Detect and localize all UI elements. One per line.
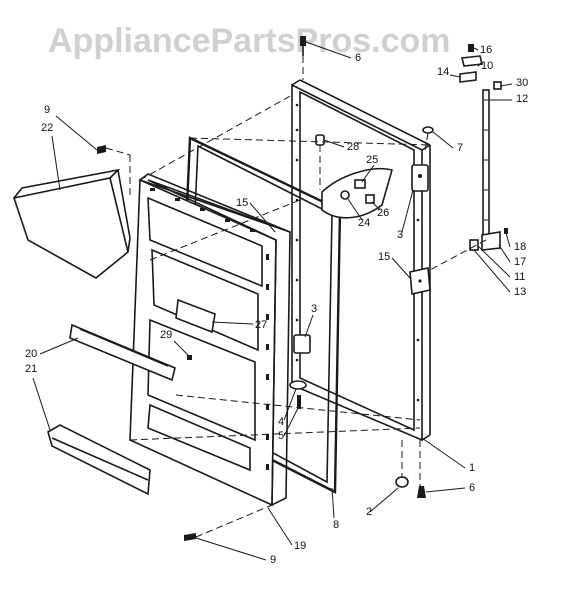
hinge-screw-5 xyxy=(297,395,301,409)
plate-clip-25 xyxy=(354,179,366,189)
liner-screw-9-bottom xyxy=(184,533,196,541)
hinge-pin-cap-7 xyxy=(422,126,434,134)
upper-hinge-pin-assembly xyxy=(459,44,502,241)
hinge-bracket-lower xyxy=(409,267,431,295)
callout-27: 27 xyxy=(255,319,267,331)
callout-29: 29 xyxy=(160,329,172,341)
hinge-bushing-10 xyxy=(461,55,483,67)
callout-25: 25 xyxy=(366,154,378,166)
callout-2: 2 xyxy=(366,506,372,518)
plate-clip-26 xyxy=(365,194,375,204)
hinge-rod-12 xyxy=(482,89,490,241)
callout-3: 3 xyxy=(311,303,317,315)
hinge-spacer-30 xyxy=(493,81,502,90)
watermark-text: AppliancePartsPros.com xyxy=(48,22,450,60)
callout-13: 13 xyxy=(514,286,526,298)
callout-19: 19 xyxy=(294,540,306,552)
callout-6: 6 xyxy=(355,52,361,64)
callout-21: 21 xyxy=(25,363,37,375)
lower-hinge-assembly xyxy=(469,228,508,251)
callout-9: 9 xyxy=(270,554,276,566)
callout-14: 14 xyxy=(437,66,449,78)
part-callout-labels: 1610143012679222825262431515181711133272… xyxy=(25,44,528,566)
hinge-washer-4 xyxy=(289,380,307,390)
door-stop-lower xyxy=(293,334,311,354)
screw-28 xyxy=(315,134,325,146)
callout-3: 3 xyxy=(397,229,403,241)
hinge-screw-16 xyxy=(468,44,474,52)
callout-1: 1 xyxy=(469,462,475,474)
callout-24: 24 xyxy=(358,217,370,229)
door-shelf-top xyxy=(12,168,131,279)
callout-leader-lines xyxy=(32,41,513,561)
callout-8: 8 xyxy=(333,519,339,531)
callout-6: 6 xyxy=(469,482,475,494)
hinge-washer-14 xyxy=(459,71,477,83)
callout-22: 22 xyxy=(41,122,53,134)
screw-29 xyxy=(187,355,192,360)
outer-door-panel xyxy=(291,79,431,442)
callout-9: 9 xyxy=(44,104,50,116)
callout-20: 20 xyxy=(25,348,37,360)
liner-edge-studs xyxy=(150,188,269,470)
callout-28: 28 xyxy=(347,141,359,153)
door-shelf-bottom xyxy=(47,424,151,496)
callout-16: 16 xyxy=(480,44,492,56)
top-hinge-screw xyxy=(300,36,306,56)
door-stop-upper xyxy=(411,164,429,192)
callout-17: 17 xyxy=(514,256,526,268)
callout-12: 12 xyxy=(516,93,528,105)
handle-cover-plate xyxy=(321,168,393,219)
plate-screw-24 xyxy=(340,190,350,200)
callout-11: 11 xyxy=(514,271,525,283)
bottom-screw-6 xyxy=(417,486,426,498)
callout-5: 5 xyxy=(278,430,284,442)
door-liner xyxy=(129,173,291,507)
callout-18: 18 xyxy=(514,241,526,253)
callout-15: 15 xyxy=(236,197,248,209)
assembly-guide-lines xyxy=(105,56,487,538)
callout-15: 15 xyxy=(378,251,390,263)
door-foot-2 xyxy=(395,476,409,488)
liner-screw-9-top xyxy=(97,145,106,154)
door-shelf-rail xyxy=(69,323,176,382)
dairy-compartment-door xyxy=(175,298,216,334)
callout-30: 30 xyxy=(516,77,528,89)
callout-26: 26 xyxy=(377,207,389,219)
callout-4: 4 xyxy=(278,416,284,428)
callout-10: 10 xyxy=(481,60,493,72)
callout-7: 7 xyxy=(457,142,463,154)
